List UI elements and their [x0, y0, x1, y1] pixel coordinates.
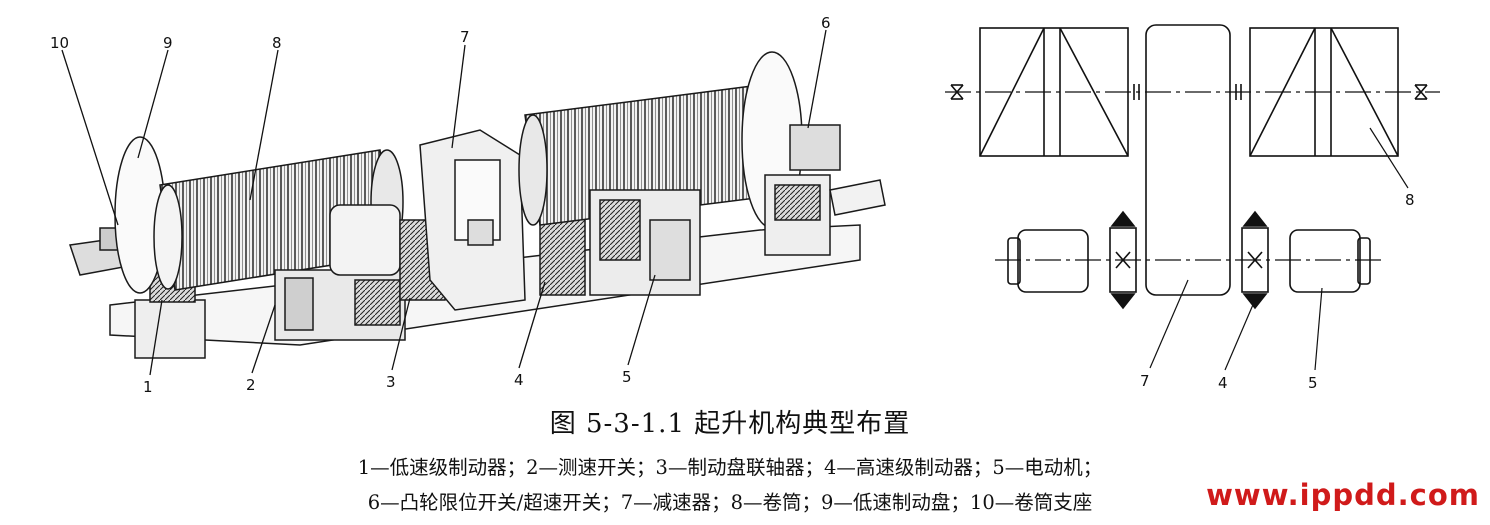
right-drum-support	[764, 124, 886, 256]
schematic-left-brake	[1109, 210, 1137, 310]
right-motor	[589, 189, 701, 296]
schematic-callout-4: 4	[1218, 374, 1228, 392]
callout-4: 4	[514, 371, 524, 389]
callout-5: 5	[622, 368, 632, 386]
left-view-leader-lines	[61, 29, 827, 376]
reducer	[419, 129, 526, 311]
callout-6: 6	[821, 14, 831, 32]
callout-7: 7	[460, 28, 470, 46]
hoisting-mechanism-figure: 10 9 8 7 6 1 2 3 4 5 8 7 4 5	[50, 14, 1440, 396]
callout-8: 8	[272, 34, 282, 52]
callout-10: 10	[50, 34, 69, 52]
schematic-reducer	[1145, 24, 1231, 296]
callout-3: 3	[386, 373, 396, 391]
schematic-view	[945, 24, 1440, 371]
schematic-callout-5: 5	[1308, 374, 1318, 392]
site-watermark: www.ippdd.com	[1206, 478, 1480, 512]
schematic-left-motor	[1007, 229, 1089, 293]
callout-1: 1	[143, 378, 153, 396]
legend-line-2: 6—凸轮限位开关/超速开关；7—减速器；8—卷筒；9—低速制动盘；10—卷筒支座	[367, 491, 1093, 514]
schematic-callout-7: 7	[1140, 372, 1150, 390]
perspective-view	[69, 51, 886, 359]
schematic-callout-8: 8	[1405, 191, 1415, 209]
figure-caption-title: 图 5-3-1.1 起升机构典型布置	[549, 409, 911, 439]
callout-2: 2	[246, 376, 256, 394]
left-end-bearing	[950, 84, 964, 100]
left-motor	[274, 204, 406, 341]
callout-9: 9	[163, 34, 173, 52]
right-end-bearing	[1414, 84, 1428, 100]
legend-line-1: 1—低速级制动器；2—测速开关；3—制动盘联轴器；4—高速级制动器；5—电动机；	[357, 456, 1103, 479]
schematic-right-motor	[1289, 229, 1371, 293]
